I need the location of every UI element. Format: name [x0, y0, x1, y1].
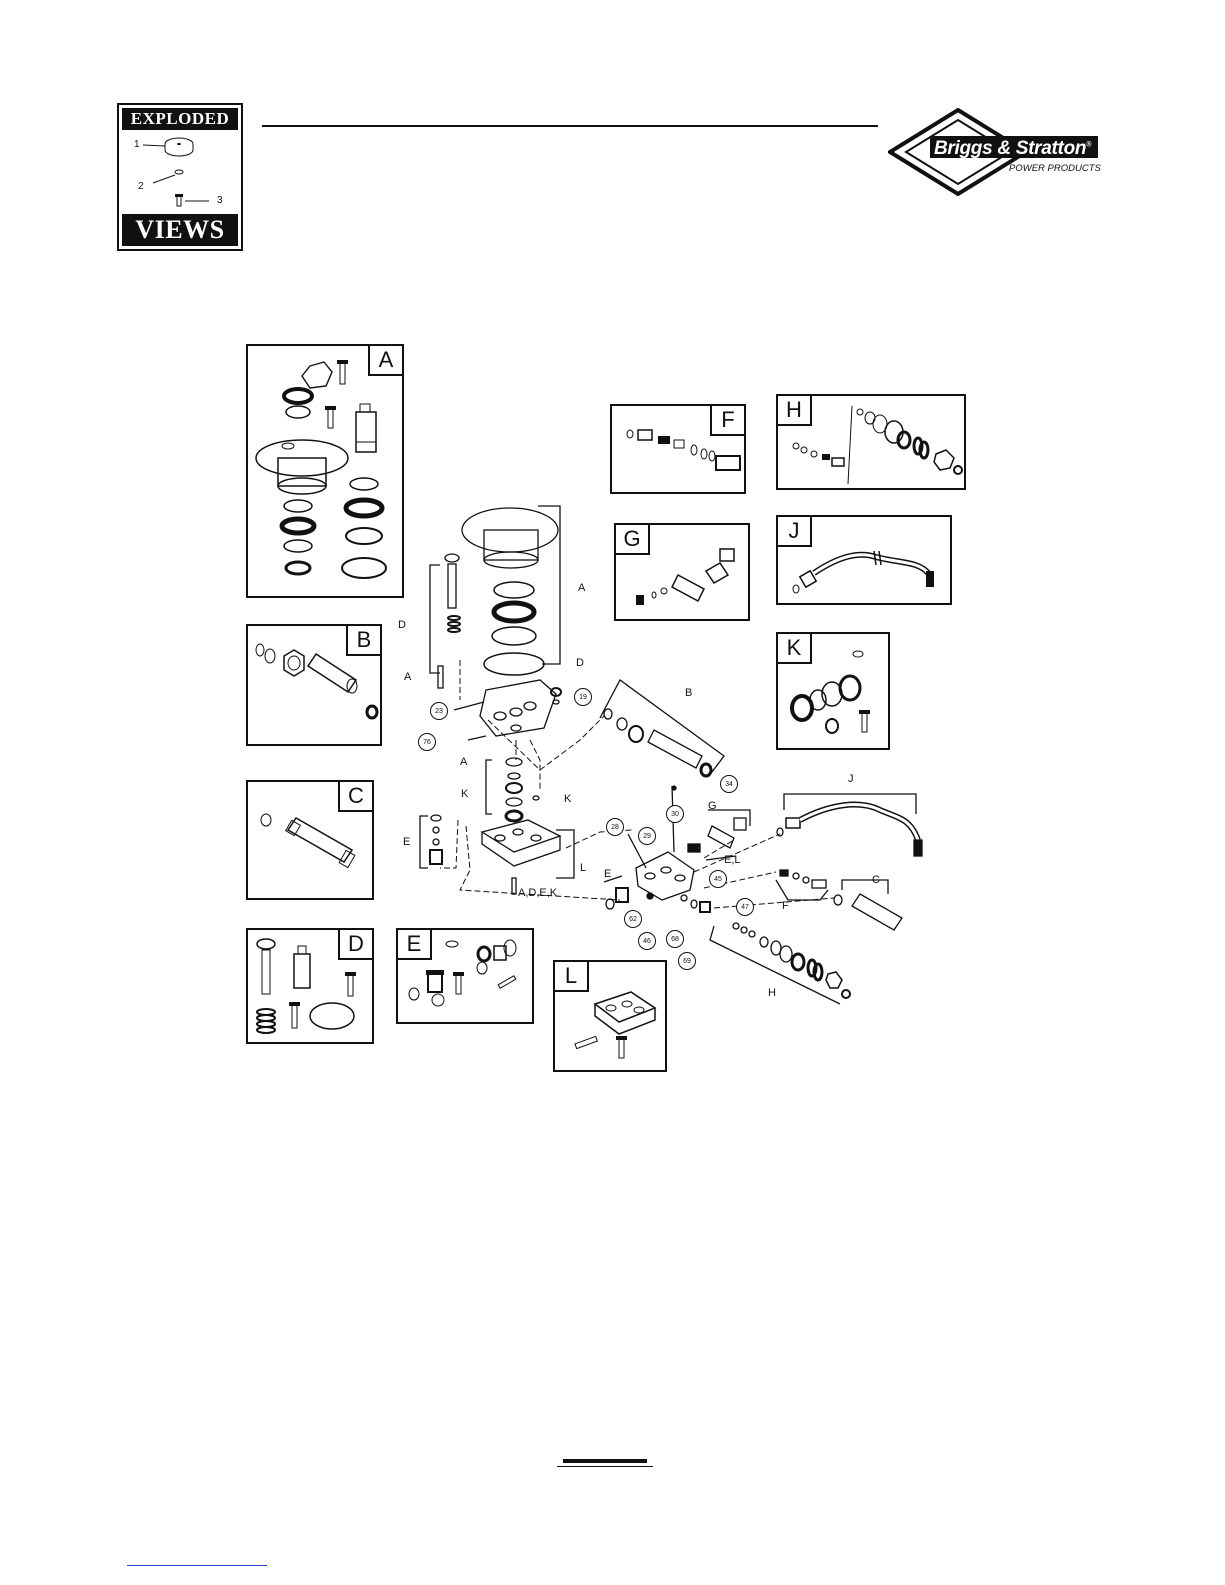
part-47: 47: [736, 898, 754, 916]
callout-a-top: A: [578, 582, 585, 595]
callout-g: G: [708, 800, 717, 813]
callout-e-left: E: [403, 836, 410, 849]
callout-a-mid: A: [460, 756, 467, 769]
callout-k-right: K: [564, 793, 571, 806]
callout-l: L: [580, 862, 586, 875]
part-46: 46: [638, 932, 656, 950]
callout-k-left: K: [461, 788, 468, 801]
callout-e-l: E,L: [724, 854, 741, 867]
part-23: 23: [430, 702, 448, 720]
part-45: 45: [709, 870, 727, 888]
callout-c: C: [872, 874, 880, 887]
footer-link-underline[interactable]: [127, 1565, 267, 1566]
part-34: 34: [720, 775, 738, 793]
callout-d-ring: D: [576, 657, 584, 670]
callout-j: J: [848, 773, 854, 786]
callout-h: H: [768, 987, 776, 1000]
callout-f: F: [782, 900, 789, 913]
callout-a-d-e-k: A,D,E,K: [518, 887, 557, 900]
callout-d-left: D: [398, 619, 406, 632]
part-68: 68: [666, 930, 684, 948]
part-30: 30: [666, 805, 684, 823]
callout-e-mid: E: [604, 868, 611, 881]
footer-rule: [563, 1459, 647, 1463]
part-29: 29: [638, 827, 656, 845]
part-62: 62: [624, 910, 642, 928]
part-28: 28: [606, 818, 624, 836]
part-76: 76: [418, 733, 436, 751]
callout-b: B: [685, 687, 692, 700]
pump-exploded-diagram: [0, 0, 1225, 1100]
part-19: 19: [574, 688, 592, 706]
part-69: 69: [678, 952, 696, 970]
callout-a-left: A: [404, 671, 411, 684]
footer-rule-thin: [557, 1466, 653, 1467]
